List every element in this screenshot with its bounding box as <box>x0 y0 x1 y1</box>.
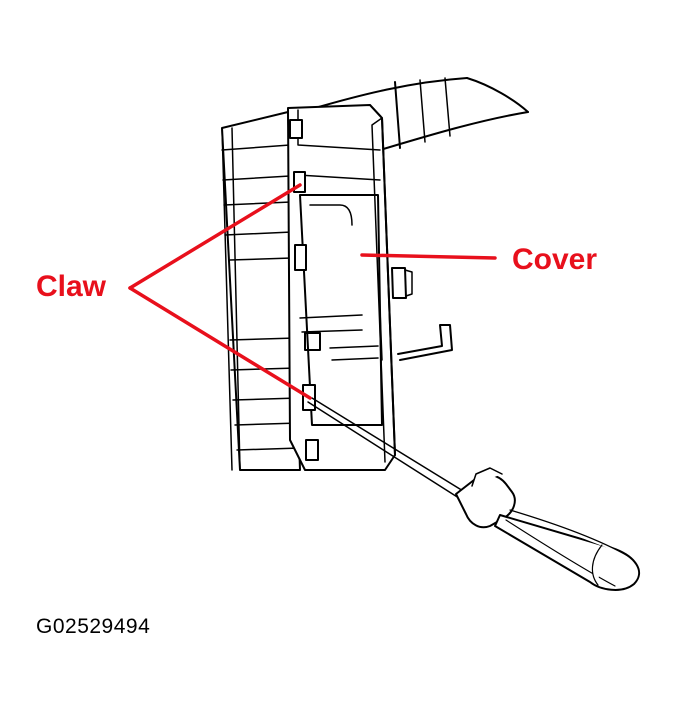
cover-leader <box>360 253 497 260</box>
figure-id: G02529494 <box>36 615 151 638</box>
claw-label: Claw <box>36 270 107 303</box>
cover-label: Cover <box>512 243 598 276</box>
steering-column-assembly <box>221 77 529 471</box>
screwdriver-icon <box>307 397 640 591</box>
claw-leader-lower <box>128 286 312 400</box>
claw-leader-upper <box>128 183 302 290</box>
callout-lines <box>128 183 497 400</box>
